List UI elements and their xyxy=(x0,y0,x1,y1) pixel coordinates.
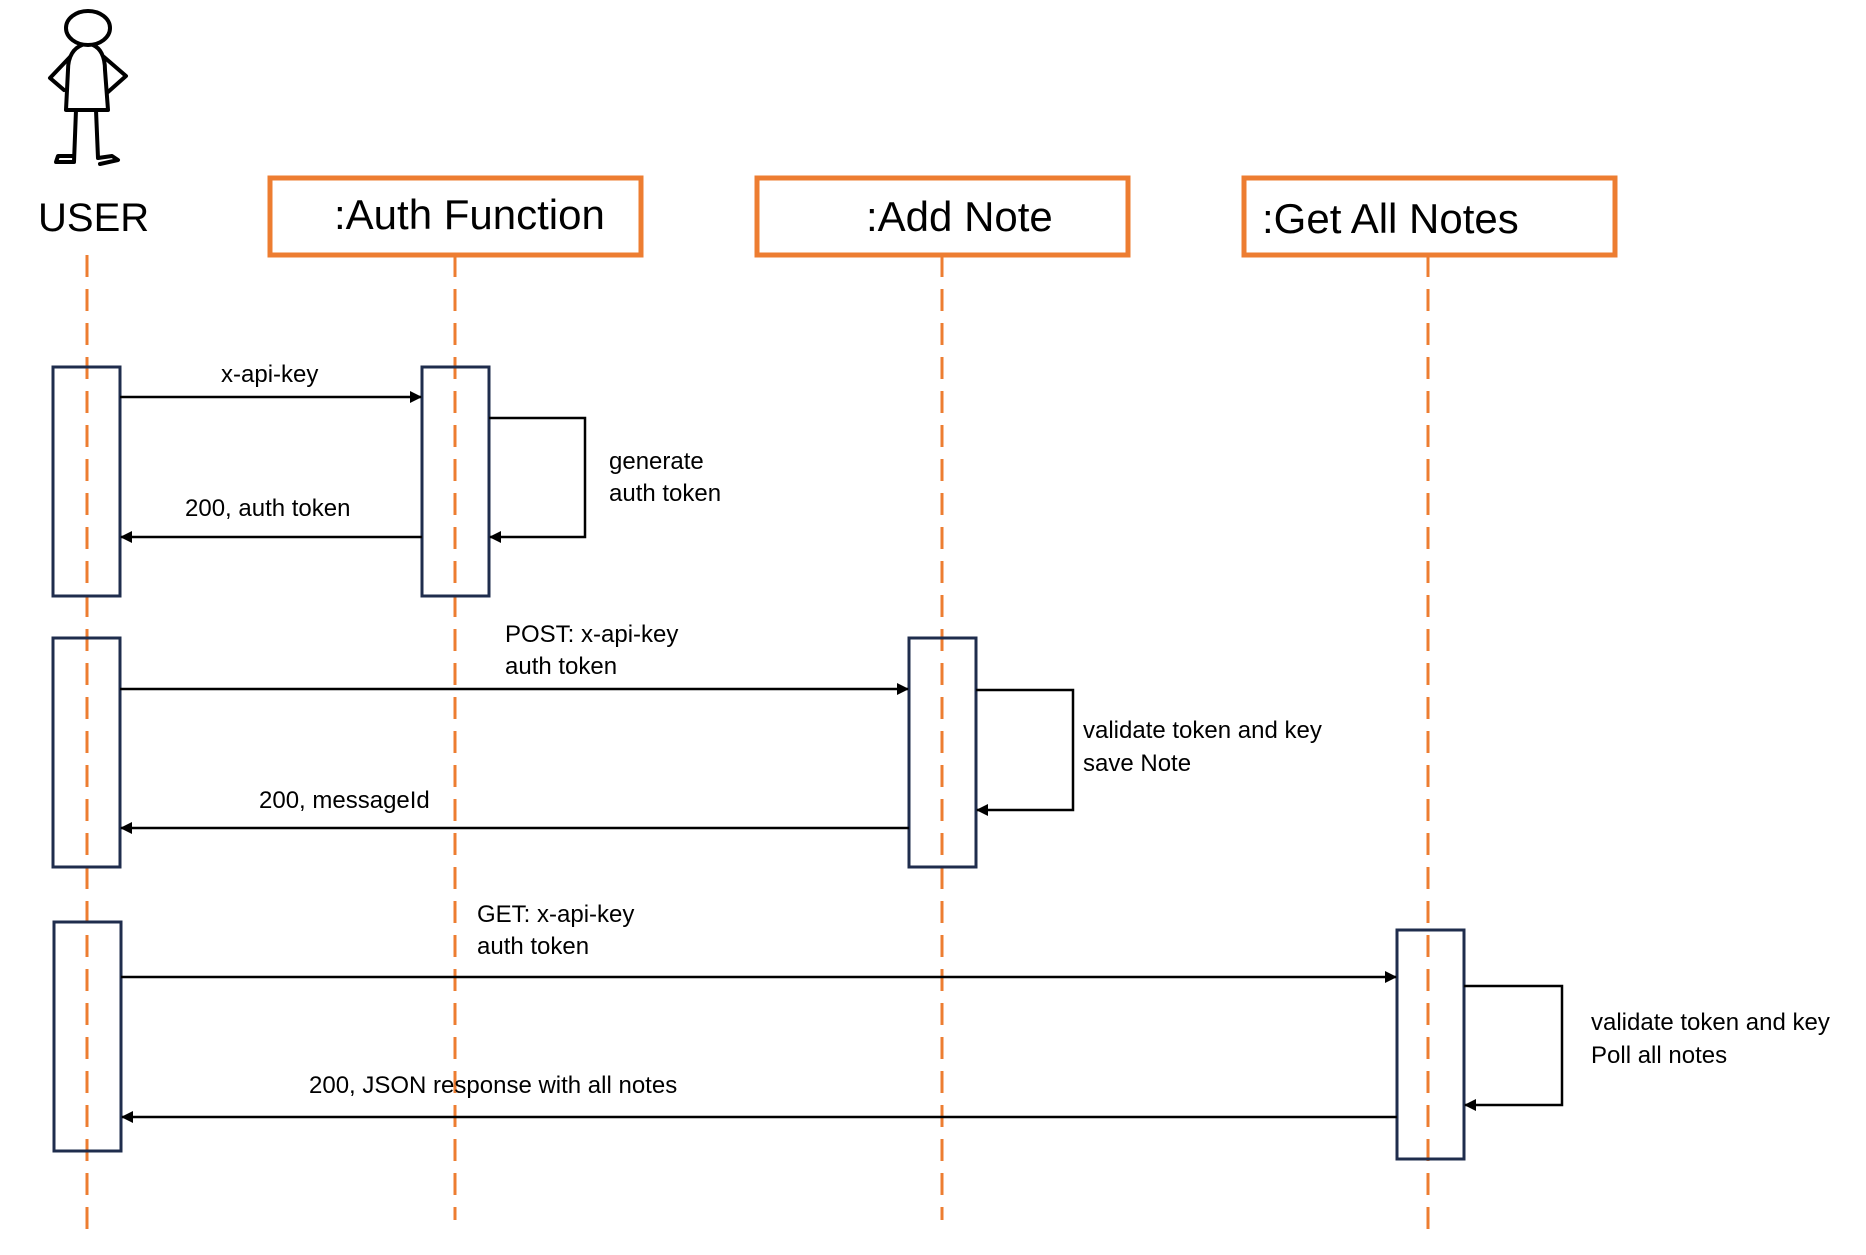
actor-label: USER xyxy=(38,196,149,240)
self-call-label-get-all-notes-2: Poll all notes xyxy=(1591,1042,1727,1069)
participant-box-auth-function xyxy=(267,175,644,258)
self-call-label-add-note-2: save Note xyxy=(1083,750,1191,777)
activation-user-1 xyxy=(51,365,122,598)
message-label-post-2: auth token xyxy=(505,653,617,680)
message-label-x-api-key: x-api-key xyxy=(221,361,318,388)
stick-figure-icon xyxy=(48,9,128,166)
self-call-arrow-get-all-notes xyxy=(1464,984,1564,1111)
self-call-label-add-note-1: validate token and key xyxy=(1083,717,1322,744)
message-label-get-response: 200, JSON response with all notes xyxy=(309,1072,677,1099)
message-label-add-response: 200, messageId xyxy=(259,787,430,814)
self-call-label-generate-2: auth token xyxy=(609,480,721,507)
message-label-get-1: GET: x-api-key xyxy=(477,901,634,928)
message-label-post-1: POST: x-api-key xyxy=(505,621,678,648)
self-call-arrow-add-note xyxy=(976,688,1075,816)
self-call-label-generate-1: generate xyxy=(609,448,704,475)
participant-label-get-all-notes: :Get All Notes xyxy=(1262,195,1519,242)
self-call-arrow-generate xyxy=(489,416,587,543)
message-label-auth-response: 200, auth token xyxy=(185,495,350,522)
activation-auth-1 xyxy=(420,365,491,598)
self-call-label-get-all-notes-1: validate token and key xyxy=(1591,1009,1830,1036)
activation-user-3 xyxy=(52,920,123,1153)
participant-box-add-note xyxy=(754,175,1131,258)
participant-label-add-note: :Add Note xyxy=(866,193,1053,240)
activation-get-all-notes-1 xyxy=(1395,928,1466,1161)
message-label-get-2: auth token xyxy=(477,933,589,960)
activation-add-note-1 xyxy=(907,636,978,869)
activation-user-2 xyxy=(51,636,122,869)
participant-box-get-all-notes xyxy=(1241,175,1618,258)
participant-label-auth-function: :Auth Function xyxy=(334,191,605,238)
